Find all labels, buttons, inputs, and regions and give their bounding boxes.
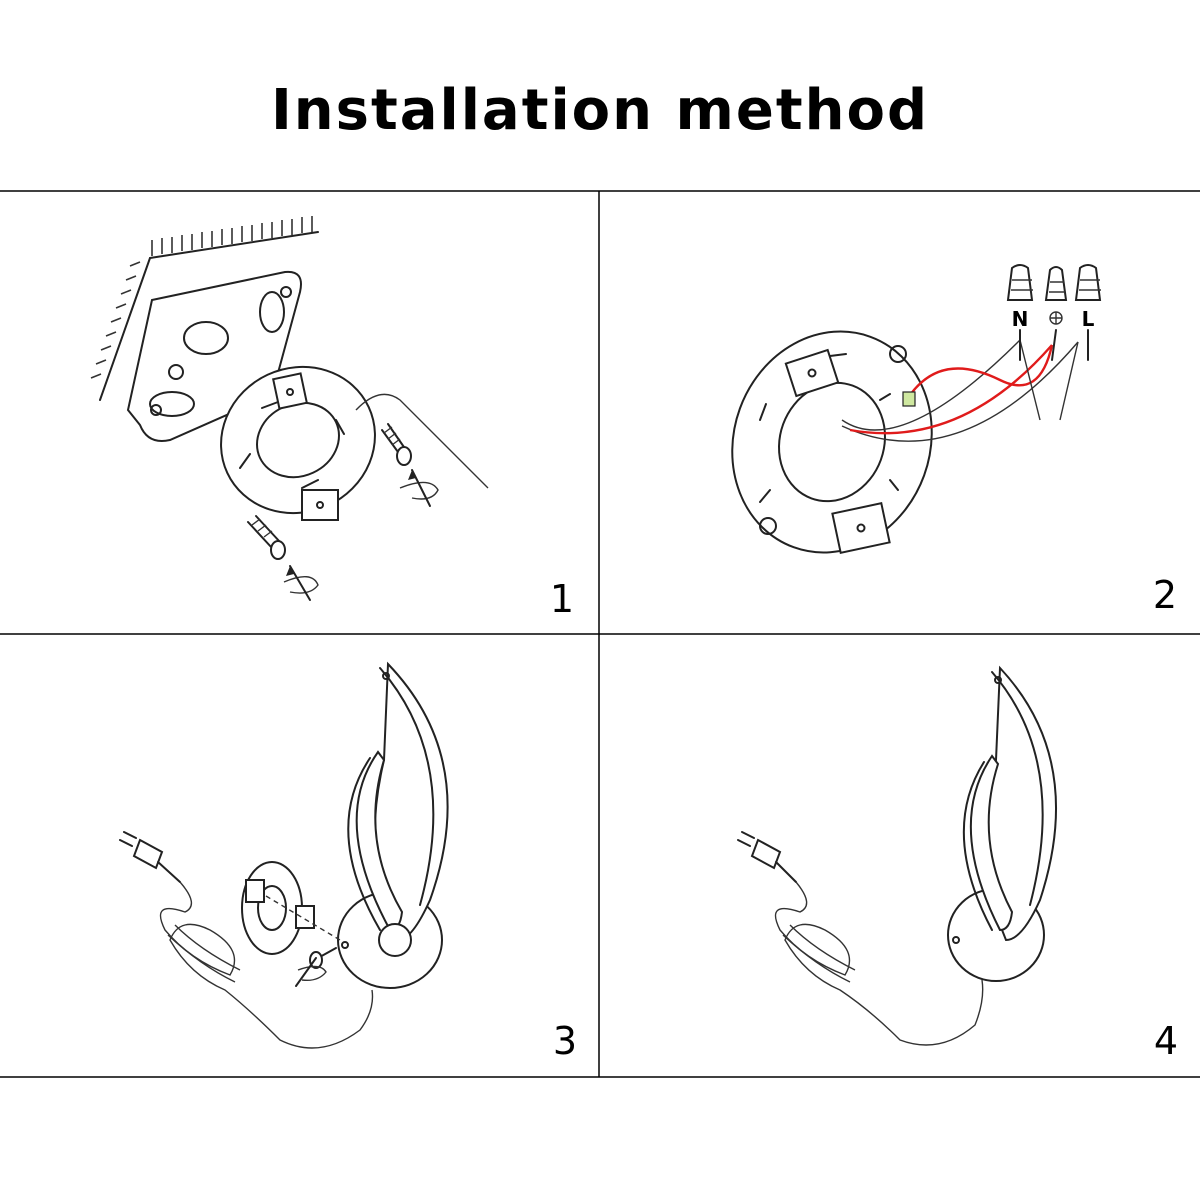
rotate-arrow-bottom bbox=[283, 565, 319, 601]
rotate-arrow-right bbox=[399, 469, 439, 507]
panel-label-4: 4 bbox=[1154, 1019, 1178, 1063]
power-plug bbox=[119, 831, 181, 883]
label-live: L bbox=[1082, 307, 1095, 331]
wires bbox=[841, 339, 1079, 442]
power-plug-installed bbox=[737, 831, 797, 883]
screw-right bbox=[381, 423, 412, 466]
mounting-plate-small bbox=[241, 861, 341, 955]
wire-nut-ground bbox=[1044, 266, 1068, 361]
power-cord bbox=[159, 881, 374, 1049]
panel-grid bbox=[0, 190, 1200, 1078]
wire-nut-neutral bbox=[1006, 264, 1034, 361]
panel-label-2: 2 bbox=[1153, 573, 1177, 617]
step-4-illustration bbox=[737, 665, 1058, 1046]
page-title: Installation method bbox=[270, 78, 930, 143]
screw-lamp bbox=[295, 947, 337, 987]
panel-label-1: 1 bbox=[550, 577, 574, 621]
ground-connector bbox=[902, 391, 916, 407]
screw-bottom bbox=[247, 515, 286, 560]
wire-nut-live bbox=[1074, 264, 1102, 361]
panel-label-3: 3 bbox=[553, 1019, 577, 1063]
power-cord-installed bbox=[774, 881, 984, 1046]
wall-hatch bbox=[90, 216, 319, 401]
mounting-plate bbox=[220, 365, 376, 521]
flame-lamp bbox=[337, 661, 449, 989]
step-3-illustration bbox=[119, 661, 449, 1049]
step-1-illustration bbox=[90, 216, 489, 601]
mounting-plate-wired bbox=[731, 330, 933, 554]
label-neutral: N bbox=[1012, 307, 1029, 331]
supply-cable bbox=[355, 393, 489, 489]
step-2-illustration: N L bbox=[731, 264, 1102, 554]
flame-lamp-installed bbox=[947, 665, 1058, 982]
